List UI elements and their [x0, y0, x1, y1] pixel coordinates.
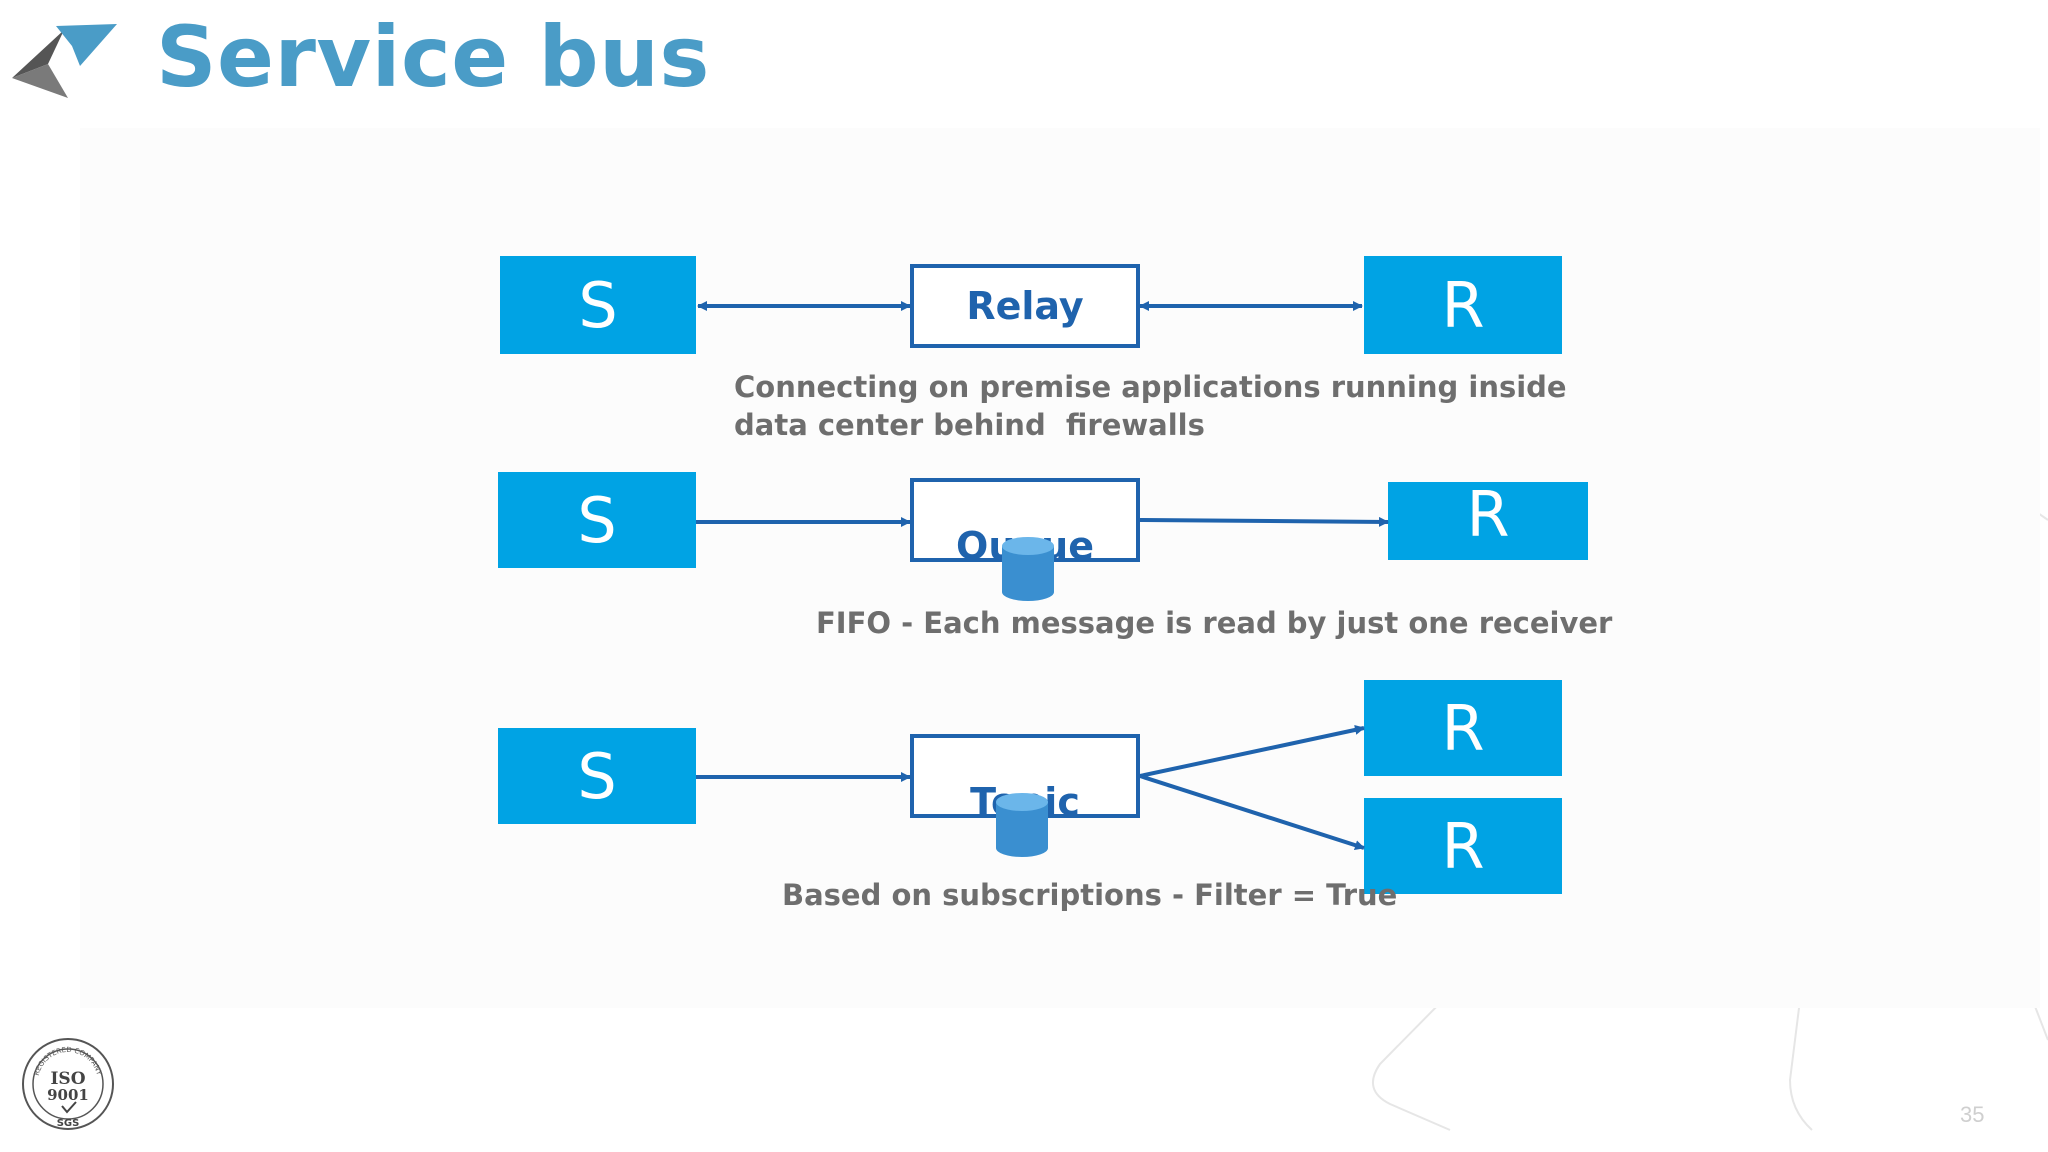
database-cylinder-icon	[996, 793, 1048, 857]
iso-text-line2: 9001	[47, 1086, 89, 1104]
relay-caption-line2: data center behind firewalls	[734, 408, 1205, 442]
relay-receiver-node: R	[1364, 256, 1562, 354]
database-cylinder-icon	[1002, 537, 1054, 601]
iso-sgs-text: SGS	[57, 1118, 80, 1129]
relay-caption: Connecting on premise applications runni…	[734, 368, 1567, 444]
topic-receiver-node-1: R	[1364, 680, 1562, 776]
iso-text-line1: ISO	[50, 1069, 85, 1089]
relay-caption-line1: Connecting on premise applications runni…	[734, 370, 1567, 404]
iso-certification-badge-icon: REGISTERED COMPANY ISO 9001 SGS	[22, 1038, 114, 1130]
queue-sender-label: S	[577, 483, 617, 557]
relay-sender-node: S	[500, 256, 696, 354]
relay-sender-label: S	[578, 268, 618, 342]
topic-receiver-1-label: R	[1441, 691, 1485, 765]
topic-receiver-2-label: R	[1441, 809, 1485, 883]
slide-title: Service bus	[156, 8, 710, 106]
topic-sender-label: S	[577, 739, 617, 813]
topic-receiver-node-2: R	[1364, 798, 1562, 894]
queue-receiver-label: R	[1466, 478, 1510, 551]
queue-caption: FIFO - Each message is read by just one …	[816, 606, 1613, 640]
queue-sender-node: S	[498, 472, 696, 568]
relay-broker-box: Relay	[910, 264, 1140, 348]
company-logo-icon	[12, 24, 117, 98]
page-number: 35	[1960, 1102, 1985, 1127]
topic-caption: Based on subscriptions - Filter = True	[782, 878, 1398, 912]
relay-receiver-label: R	[1441, 268, 1485, 342]
topic-sender-node: S	[498, 728, 696, 824]
relay-broker-label: Relay	[966, 284, 1084, 328]
bg-diagonal-2	[1371, 925, 1517, 1131]
queue-receiver-node: R	[1388, 482, 1588, 560]
